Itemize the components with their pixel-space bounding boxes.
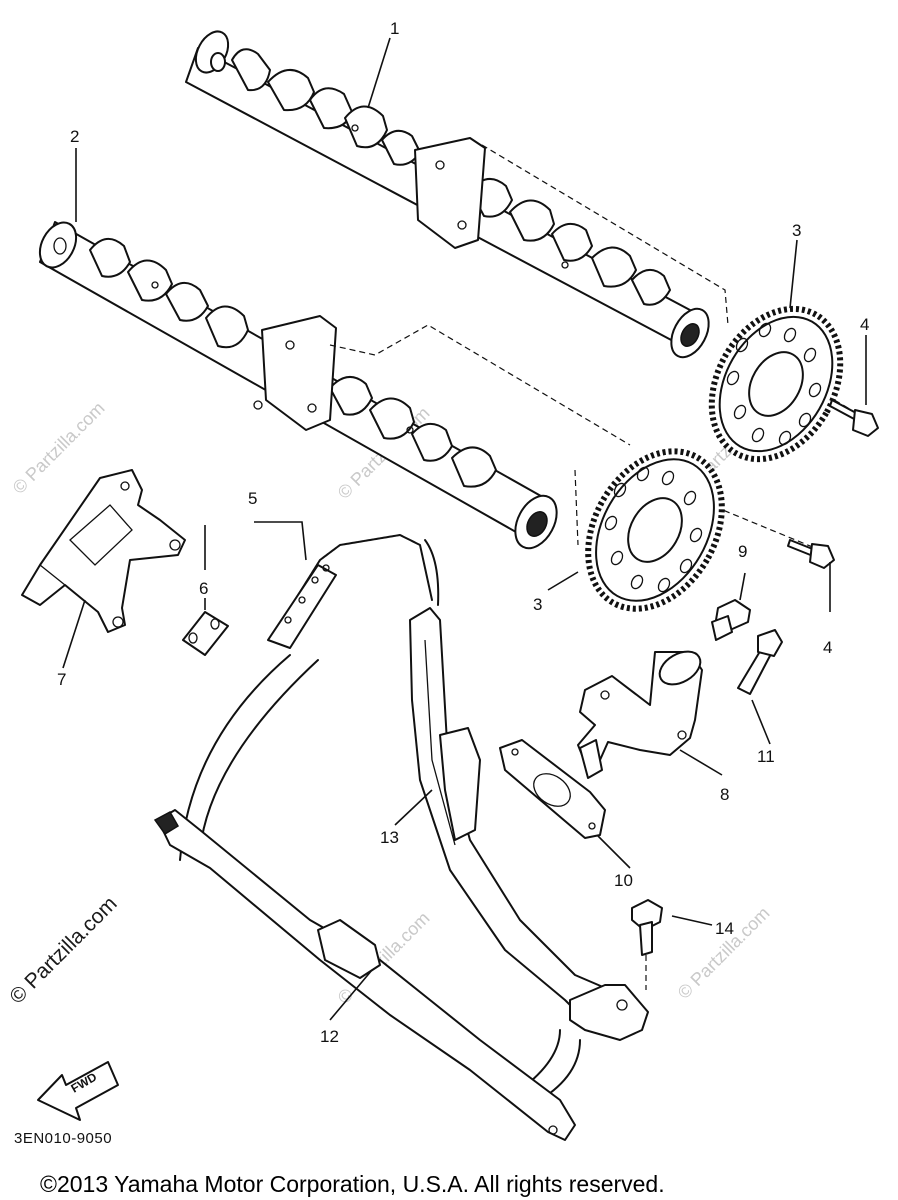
- chain-guide-top: [21, 469, 186, 633]
- part-number-3: 3: [792, 221, 801, 240]
- chain-guide-rear: [409, 607, 649, 1041]
- tensioner-assembly: [577, 650, 703, 779]
- part-number-4: 4: [860, 315, 869, 334]
- chain-guide-stationary: [153, 809, 576, 1141]
- sprocket-bolt-lower: [787, 539, 835, 569]
- part-number-13: 13: [380, 828, 399, 847]
- sprocket-bolt-upper: [829, 399, 879, 437]
- camshaft-exhaust: [38, 221, 558, 550]
- camshaft-intake: [185, 30, 710, 359]
- part-number-1: 1: [390, 19, 399, 38]
- cam-chain: [179, 534, 581, 1101]
- part-number-7: 7: [57, 670, 66, 689]
- watermark: © Partzilla.com: [674, 903, 774, 1003]
- tensioner-gasket: [499, 739, 606, 839]
- part-number-11: 11: [757, 747, 775, 766]
- tensioner-cap-bolt: [711, 599, 751, 641]
- cam-sprocket-upper: [708, 305, 844, 463]
- part-number-3: 3: [533, 595, 542, 614]
- chain-joint: [182, 611, 229, 656]
- part-number-12: 12: [320, 1027, 339, 1046]
- guide-bolt: [631, 899, 663, 990]
- forward-arrow: FWD: [37, 1061, 119, 1121]
- part-labels: 1 2 3 4 5 6 7 3 4 9 11 8 13 10 14 12: [57, 19, 869, 1046]
- watermark: © Partzilla.com: [9, 398, 109, 498]
- part-number-10: 10: [614, 871, 633, 890]
- part-number-14: 14: [715, 919, 734, 938]
- watermark-side: © Partzilla.com: [5, 892, 121, 1008]
- part-number-6: 6: [199, 579, 208, 598]
- diagram-code: 3EN010-9050: [14, 1130, 112, 1147]
- part-number-4: 4: [823, 638, 832, 657]
- copyright-notice: ©2013 Yamaha Motor Corporation, U.S.A. A…: [40, 1171, 665, 1197]
- tensioner-bolt: [737, 629, 783, 695]
- part-number-2: 2: [70, 127, 79, 146]
- part-number-8: 8: [720, 785, 729, 804]
- cam-sprocket-lower: [585, 448, 725, 612]
- leader-lines: [62, 37, 867, 1021]
- part-number-5: 5: [248, 489, 257, 508]
- part-number-9: 9: [738, 542, 747, 561]
